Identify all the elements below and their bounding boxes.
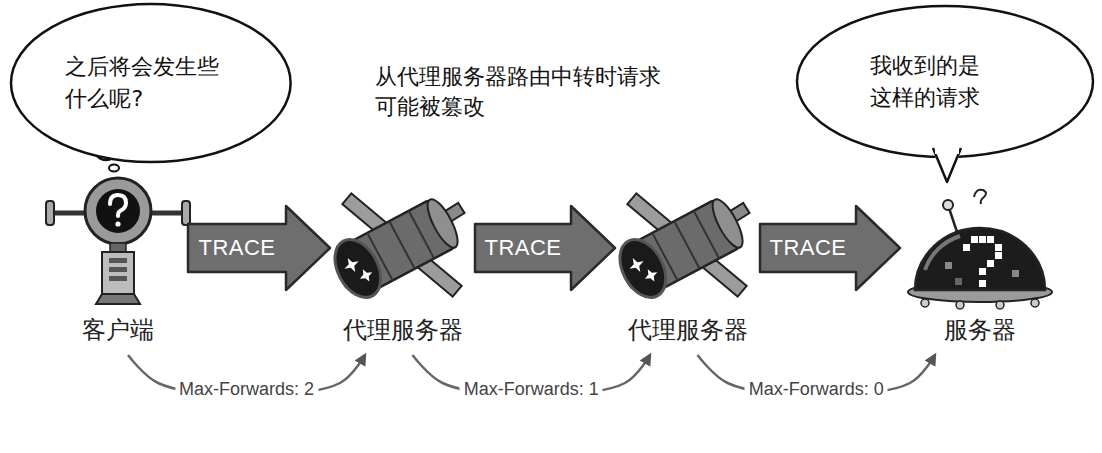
server-robot-part [1012,270,1019,277]
method-label: TRACE [484,235,561,261]
server-figure: 服务器 [900,170,1060,355]
client-robot-part [96,294,140,304]
client-robot-part [46,201,54,225]
server-robot-part [963,244,970,251]
server-robot-part [971,236,978,243]
server-robot-part [974,190,986,204]
block-arrow [188,206,330,290]
server-robot-part [955,278,962,285]
header-label: Max-Forwards: 2 [175,379,318,400]
client-robot [46,178,190,304]
bubble-outline [11,4,291,162]
device-label: 服务器 [944,316,1016,345]
proxy-device-part [611,232,675,306]
server-robot-part [987,260,994,267]
proxy-figure: 代理服务器 [615,170,760,355]
server-robot-part [995,244,1002,251]
bubble-outline [795,4,1095,159]
block-arrow [760,206,900,290]
proxy-device [307,151,496,339]
proxy-device-part [326,232,390,306]
server-robot-part [921,299,929,307]
device-label: 代理服务器 [343,316,463,345]
server-robot-part [979,268,986,275]
server-robot-part [956,301,964,309]
bubble-text: 我收到的是 这样的请求 [870,50,1020,114]
client-robot-part [110,195,126,216]
proxy-device-part [707,195,748,251]
header-label: Max-Forwards: 1 [460,379,603,400]
server-robot-part [925,236,960,270]
proxy-device-part [341,254,363,276]
server-robot-part [1031,299,1039,307]
server-robot-part [915,228,1045,290]
client-robot-part [109,276,127,281]
thought-bubble: 之后将会发生些 什么呢? [9,2,293,164]
bubble-outline [797,6,1093,157]
proxy-figure: 代理服务器 [330,170,475,355]
proxy-device-part [422,195,463,251]
thought-dots-part [109,165,119,172]
bubble-text: 之后将会发生些 什么呢? [65,51,235,115]
proxy-device-part [642,266,661,285]
server-robot-part [979,236,986,243]
server-robot-part [949,208,957,232]
proxy-device-part [674,221,699,269]
header-label: Max-Forwards: 0 [745,379,888,400]
server-robot [908,190,1052,309]
proxy-device-part [357,266,376,285]
client-robot-part [109,267,127,272]
block-arrow [475,206,615,290]
device-label: 客户端 [82,316,154,345]
client-robot-part [96,189,140,233]
method-label: TRACE [198,235,275,261]
note-text: 从代理服务器路由中转时请求 可能被篡改 [375,62,705,121]
server-robot-part [995,252,1002,259]
proxy-device-part [626,254,648,276]
device-label: 代理服务器 [628,316,748,345]
method-label: TRACE [769,235,846,261]
speech-bubble: 我收到的是 这样的请求 [795,4,1095,159]
proxy-device-part [389,221,414,269]
client-robot-part [182,201,190,225]
bubble-tail [935,148,959,154]
server-robot-part [987,236,994,243]
client-robot-part [85,178,151,244]
proxy-device [592,151,781,339]
server-robot-part [945,262,952,269]
bubble-outline [9,2,293,164]
server-robot-part [996,301,1004,309]
server-robot-part [979,280,986,287]
bubble-tail [933,148,961,182]
client-figure: 客户端 [48,170,188,355]
client-robot-part [109,258,127,263]
server-robot-part [943,200,953,210]
client-robot-part [110,243,126,252]
client-robot-part [102,252,134,294]
client-robot-part [115,221,120,226]
